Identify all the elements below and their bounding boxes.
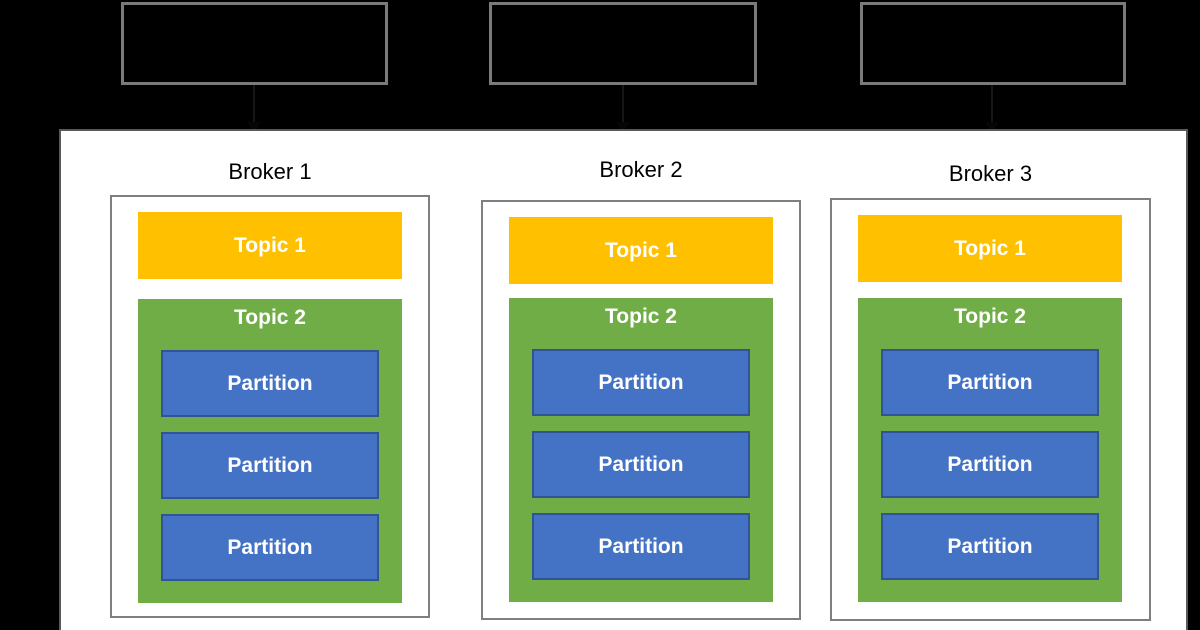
topic2-box: Topic 2 Partition Partition Partition [858,298,1122,602]
partition-box: Partition [532,431,750,498]
topic2-label: Topic 2 [954,305,1026,328]
partition-box: Partition [532,349,750,416]
topic1-bar: Topic 1 [138,212,402,279]
arrow-down-icon [985,122,999,133]
broker-box: Topic 1 Topic 2 Partition Partition Part… [110,195,430,618]
broker-3-group: Broker 3 Topic 1 Topic 2 Partition Parti… [830,160,1151,621]
partition-box: Partition [881,513,1099,580]
topic1-bar: Topic 1 [858,215,1122,282]
arrow-line [991,85,993,123]
top-box-2 [489,2,757,85]
partition-box: Partition [161,350,379,417]
broker-title: Broker 1 [228,159,312,184]
topic2-label: Topic 2 [605,305,677,328]
top-box-1 [121,2,388,85]
broker-box: Topic 1 Topic 2 Partition Partition Part… [830,198,1151,621]
arrow-line [253,85,255,123]
partition-box: Partition [881,349,1099,416]
partition-box: Partition [161,432,379,499]
arrow-down-icon [616,122,630,133]
broker-title: Broker 2 [599,157,683,182]
broker-2-group: Broker 2 Topic 1 Topic 2 Partition Parti… [481,156,801,620]
broker-title: Broker 3 [948,161,1033,186]
partition-box: Partition [881,431,1099,498]
top-box-3 [860,2,1126,85]
arrow-2 [616,85,630,133]
broker-1-group: Broker 1 Topic 1 Topic 2 Partition Parti… [110,158,430,618]
partition-box: Partition [532,513,750,580]
topic2-label: Topic 2 [234,306,306,329]
arrow-3 [985,85,999,133]
topic1-bar: Topic 1 [509,217,773,284]
partition-box: Partition [161,514,379,581]
broker-box: Topic 1 Topic 2 Partition Partition Part… [481,200,801,620]
arrow-down-icon [247,122,261,133]
arrow-1 [247,85,261,133]
topic2-box: Topic 2 Partition Partition Partition [138,299,402,603]
arrow-line [622,85,624,123]
topic2-box: Topic 2 Partition Partition Partition [509,298,773,602]
